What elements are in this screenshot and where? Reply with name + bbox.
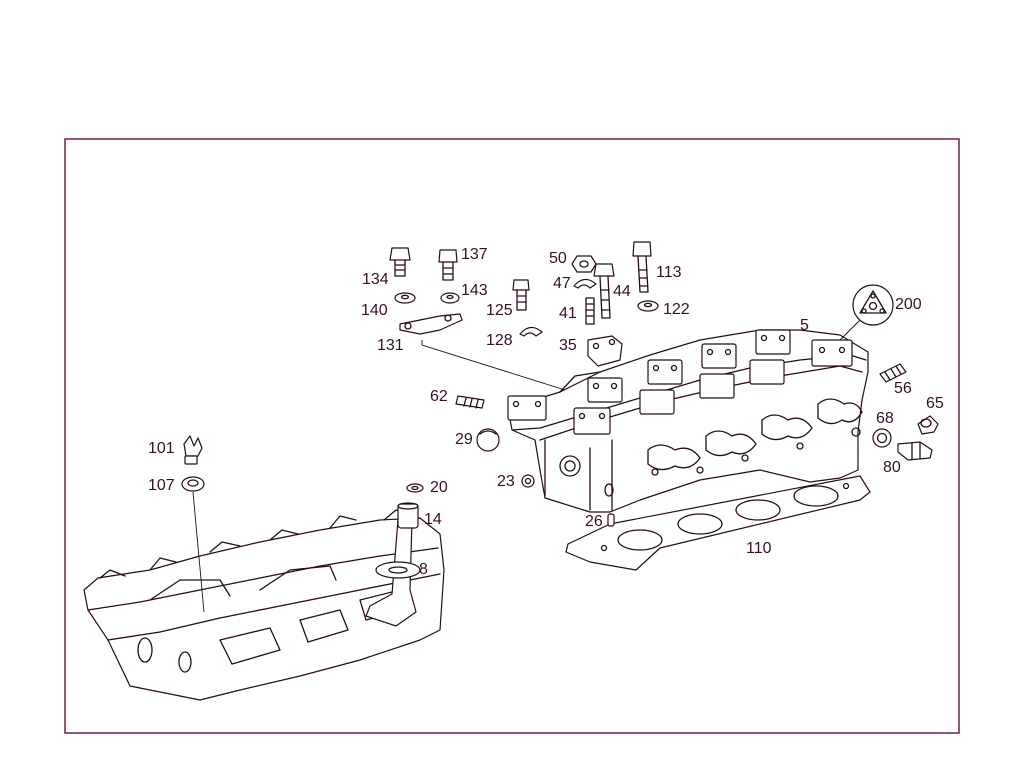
pin-26 <box>607 513 615 527</box>
label-125: 125 <box>486 302 513 319</box>
label-200: 200 <box>895 296 922 313</box>
label-29: 29 <box>455 431 473 448</box>
bearing-cap-35 <box>587 335 623 367</box>
label-14: 14 <box>424 511 442 528</box>
bolt-137 <box>438 249 458 281</box>
label-110: 110 <box>746 540 772 557</box>
clip-128 <box>519 326 543 337</box>
label-56: 56 <box>894 380 912 397</box>
label-143: 143 <box>461 282 488 299</box>
bolt-113 <box>632 241 652 293</box>
bolt-44 <box>593 263 615 319</box>
stud-62 <box>455 395 485 409</box>
bolt-134 <box>389 247 411 277</box>
washer-140 <box>394 292 416 304</box>
valve-assembly <box>365 483 424 627</box>
seal-ring-68 <box>872 428 892 448</box>
label-101: 101 <box>148 440 175 457</box>
nut-50 <box>571 255 597 273</box>
clip-47 <box>573 278 597 289</box>
callout-labels: 5 200 113 122 44 50 47 41 35 137 143 125… <box>148 246 944 578</box>
cylinder-head-lower <box>83 509 445 701</box>
label-113: 113 <box>656 264 682 281</box>
label-44: 44 <box>613 283 631 300</box>
label-68: 68 <box>876 410 894 427</box>
label-47: 47 <box>553 275 571 292</box>
label-134: 134 <box>362 271 389 288</box>
label-122: 122 <box>663 301 690 318</box>
stud-56 <box>879 363 907 383</box>
label-131: 131 <box>377 337 404 354</box>
bolt-125 <box>512 279 530 311</box>
label-26: 26 <box>585 513 603 530</box>
label-107: 107 <box>148 477 175 494</box>
label-23: 23 <box>497 473 515 490</box>
flange-200 <box>839 284 894 341</box>
plug-65 <box>917 415 939 435</box>
label-41: 41 <box>559 305 577 322</box>
label-65: 65 <box>926 395 944 412</box>
label-8: 8 <box>419 561 428 578</box>
plug-29 <box>476 428 500 452</box>
label-50: 50 <box>549 250 567 267</box>
washer-122 <box>637 300 659 312</box>
stud-41 <box>585 297 595 325</box>
diagram-frame <box>64 138 960 734</box>
plug-80 <box>897 441 933 461</box>
sleeve-23 <box>521 474 535 488</box>
cylinder-head-upper <box>507 329 869 513</box>
seal-107 <box>181 476 205 613</box>
washer-143 <box>440 292 460 304</box>
label-128: 128 <box>486 332 513 349</box>
label-62: 62 <box>430 388 448 405</box>
bracket-131 <box>399 313 566 391</box>
label-140: 140 <box>361 302 388 319</box>
label-80: 80 <box>883 459 901 476</box>
label-5: 5 <box>800 317 809 334</box>
head-gasket <box>565 475 871 571</box>
label-35: 35 <box>559 337 577 354</box>
fitting-101 <box>183 435 203 465</box>
label-137: 137 <box>461 246 488 263</box>
label-20: 20 <box>430 479 448 496</box>
